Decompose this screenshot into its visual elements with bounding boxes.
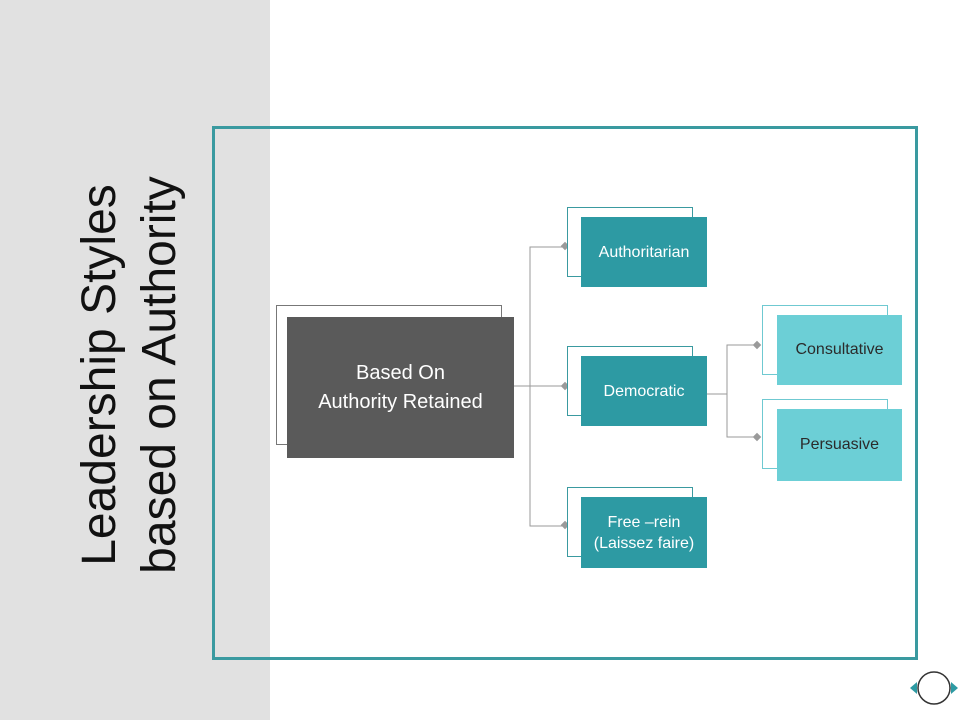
authoritarian-label: Authoritarian	[598, 243, 690, 261]
prev-slide-icon[interactable]	[910, 682, 917, 694]
freerein-label-line1: Free –rein	[607, 513, 681, 531]
democratic-label: Democratic	[603, 382, 685, 400]
persuasive-node: Persuasive	[777, 409, 902, 481]
slide-nav-control[interactable]	[908, 668, 960, 708]
connector-root-authoritarian	[529, 246, 566, 386]
diagram-frame	[212, 126, 918, 660]
connector-diamond	[752, 432, 762, 442]
root-node-line2: Authority Retained	[318, 390, 483, 413]
connector-diamond	[752, 340, 762, 350]
title-sidebar	[0, 0, 270, 720]
consultative-node: Consultative	[777, 315, 902, 385]
connector-democratic-persuasive	[726, 394, 758, 438]
connector-democratic-consultative	[726, 344, 758, 394]
authoritarian-node: Authoritarian	[581, 217, 707, 287]
root-node: Based On Authority Retained	[287, 317, 514, 458]
consultative-label: Consultative	[795, 341, 884, 358]
persuasive-label: Persuasive	[799, 436, 880, 453]
democratic-node: Democratic	[581, 356, 707, 426]
freerein-label-line2: (Laissez faire)	[593, 534, 695, 552]
next-slide-icon[interactable]	[951, 682, 958, 694]
home-circle-icon[interactable]	[917, 671, 951, 705]
connector-root-freerein	[529, 386, 566, 527]
root-node-line1: Based On	[356, 361, 445, 384]
freerein-node: Free –rein (Laissez faire)	[581, 497, 707, 568]
